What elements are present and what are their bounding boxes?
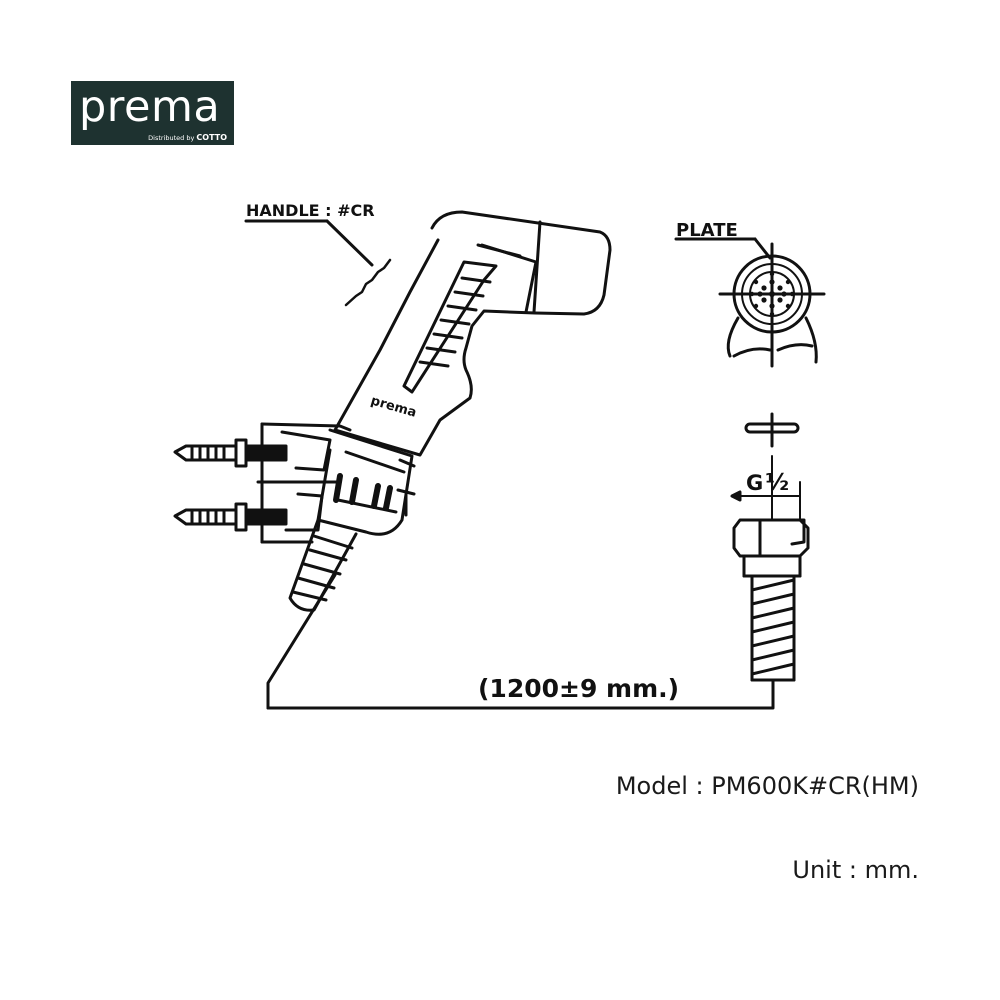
hose-nut xyxy=(732,518,810,578)
prema-logo: prema Distributed by COTTO xyxy=(71,81,234,145)
plate-detail xyxy=(674,237,826,368)
mounting-screw-bottom xyxy=(173,502,288,532)
washer xyxy=(744,412,800,448)
logo-tagline: Distributed by COTTO xyxy=(148,133,227,142)
hose-segment-left xyxy=(288,518,358,612)
mounting-screw-top xyxy=(173,438,288,468)
thread-dimension xyxy=(730,455,801,521)
plate-holes xyxy=(749,271,795,317)
body-engraving: prema xyxy=(369,393,418,420)
logo-tagline-prefix: Distributed by xyxy=(148,134,195,142)
plate-label: PLATE xyxy=(676,220,738,241)
hose-segment-right xyxy=(750,574,796,682)
handle-label: HANDLE : #CR xyxy=(246,201,375,220)
logo-wordmark: prema xyxy=(79,82,221,132)
spray-gun-body xyxy=(333,210,612,457)
thread-letter: G xyxy=(746,471,763,495)
thread-size: ½ xyxy=(765,470,789,496)
model-caption: Model : PM600K#CR(HM) xyxy=(615,772,919,800)
thread-label: G½ xyxy=(746,470,789,496)
hose-length-label: (1200±9 mm.) xyxy=(478,674,679,703)
handle-leader xyxy=(244,219,392,307)
wall-bracket xyxy=(256,422,416,544)
technical-drawing: HANDLE : #CR PLATE prema G½ (1200±9 mm.) xyxy=(173,201,826,710)
unit-caption: Unit : mm. xyxy=(792,856,919,884)
logo-tagline-brand: COTTO xyxy=(196,133,227,142)
